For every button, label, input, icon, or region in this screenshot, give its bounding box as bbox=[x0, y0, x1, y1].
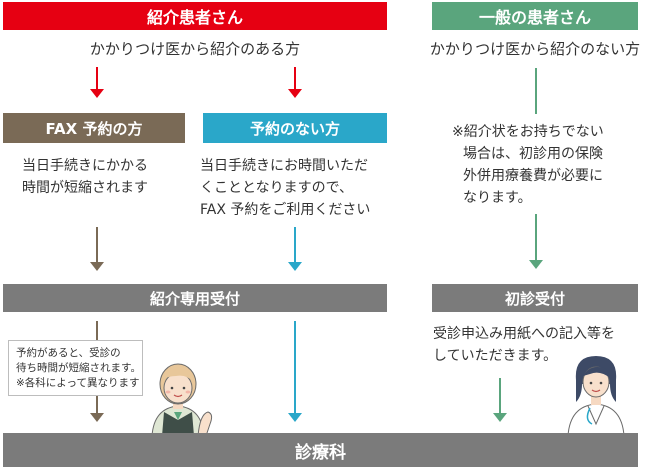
fax-reservation-label: FAX 予約の方 bbox=[45, 119, 143, 138]
general-subtitle: かかりつけ医から紹介のない方 bbox=[429, 40, 641, 58]
referral-subtitle: かかりつけ医から紹介のある方 bbox=[89, 40, 301, 58]
general-desc-line-2: 場合は、初診用の保険 bbox=[463, 146, 603, 162]
referral-reception-label: 紹介専用受付 bbox=[149, 289, 240, 308]
reception-right-to-dept-line bbox=[294, 321, 296, 413]
fax-to-reception-line bbox=[96, 227, 98, 262]
fax-desc-line-1: 当日手続きにかかる bbox=[22, 158, 148, 174]
general-desc-line-1: ※紹介状をお持ちでない bbox=[452, 124, 604, 140]
noreserve-desc-line-1: 当日手続きにお時間いただ bbox=[200, 158, 368, 174]
referral-reception-box: 紹介専用受付 bbox=[3, 284, 387, 312]
arrow-to-fax-line bbox=[96, 67, 98, 89]
arrow-to-noreserve-line bbox=[294, 67, 296, 89]
fax-reservation-box: FAX 予約の方 bbox=[3, 113, 185, 143]
reception-right-to-dept-head bbox=[288, 413, 302, 422]
noreserve-to-reception-line bbox=[294, 227, 296, 262]
receptionist-illustration bbox=[151, 363, 213, 436]
department-box: 診療科 bbox=[3, 433, 638, 467]
reservation-note-bubble: 予約があると、受診の 待ち時間が短縮されます。 ※各科によって異なります bbox=[8, 340, 143, 396]
first-visit-to-dept-line bbox=[499, 378, 501, 413]
fax-desc-line-2: 時間が短縮されます bbox=[22, 180, 148, 196]
noreserve-to-reception-head bbox=[288, 262, 302, 271]
first-visit-to-dept-head bbox=[493, 413, 507, 422]
first-visit-reception-box: 初診受付 bbox=[432, 284, 638, 312]
note-line-2: 待ち時間が短縮されます。 bbox=[16, 362, 141, 374]
general-patient-title: 一般の患者さん bbox=[478, 8, 591, 27]
referral-patient-header: 紹介患者さん bbox=[3, 2, 387, 30]
noreserve-desc-line-3: FAX 予約をご利用ください bbox=[200, 202, 371, 218]
first-visit-reception-label: 初診受付 bbox=[504, 289, 565, 308]
general-flow-line-top bbox=[535, 68, 537, 114]
general-desc-line-3: 外併用療養費が必要に bbox=[463, 168, 603, 184]
first-visit-desc-line-1: 受診申込み用紙への記入等を bbox=[433, 326, 615, 342]
arrow-to-noreserve-head bbox=[288, 89, 302, 98]
referral-patient-title: 紹介患者さん bbox=[146, 8, 243, 27]
general-desc-line-4: なります。 bbox=[463, 190, 532, 206]
note-line-1: 予約があると、受診の bbox=[16, 347, 121, 359]
general-flow-head-mid bbox=[529, 260, 543, 269]
general-patient-header: 一般の患者さん bbox=[432, 2, 638, 30]
reception-left-to-dept-head bbox=[90, 413, 104, 422]
department-label: 診療科 bbox=[295, 442, 346, 463]
arrow-to-fax-head bbox=[90, 89, 104, 98]
fax-to-reception-head bbox=[90, 262, 104, 271]
general-flow-line-mid bbox=[535, 214, 537, 260]
doctor-illustration bbox=[567, 356, 625, 436]
first-visit-desc-line-2: していただきます。 bbox=[433, 348, 558, 364]
no-reservation-label: 予約のない方 bbox=[249, 119, 340, 138]
note-line-3: ※各科によって異なります bbox=[16, 377, 140, 389]
no-reservation-box: 予約のない方 bbox=[203, 113, 387, 143]
noreserve-desc-line-2: くこととなりますので、 bbox=[200, 180, 354, 196]
